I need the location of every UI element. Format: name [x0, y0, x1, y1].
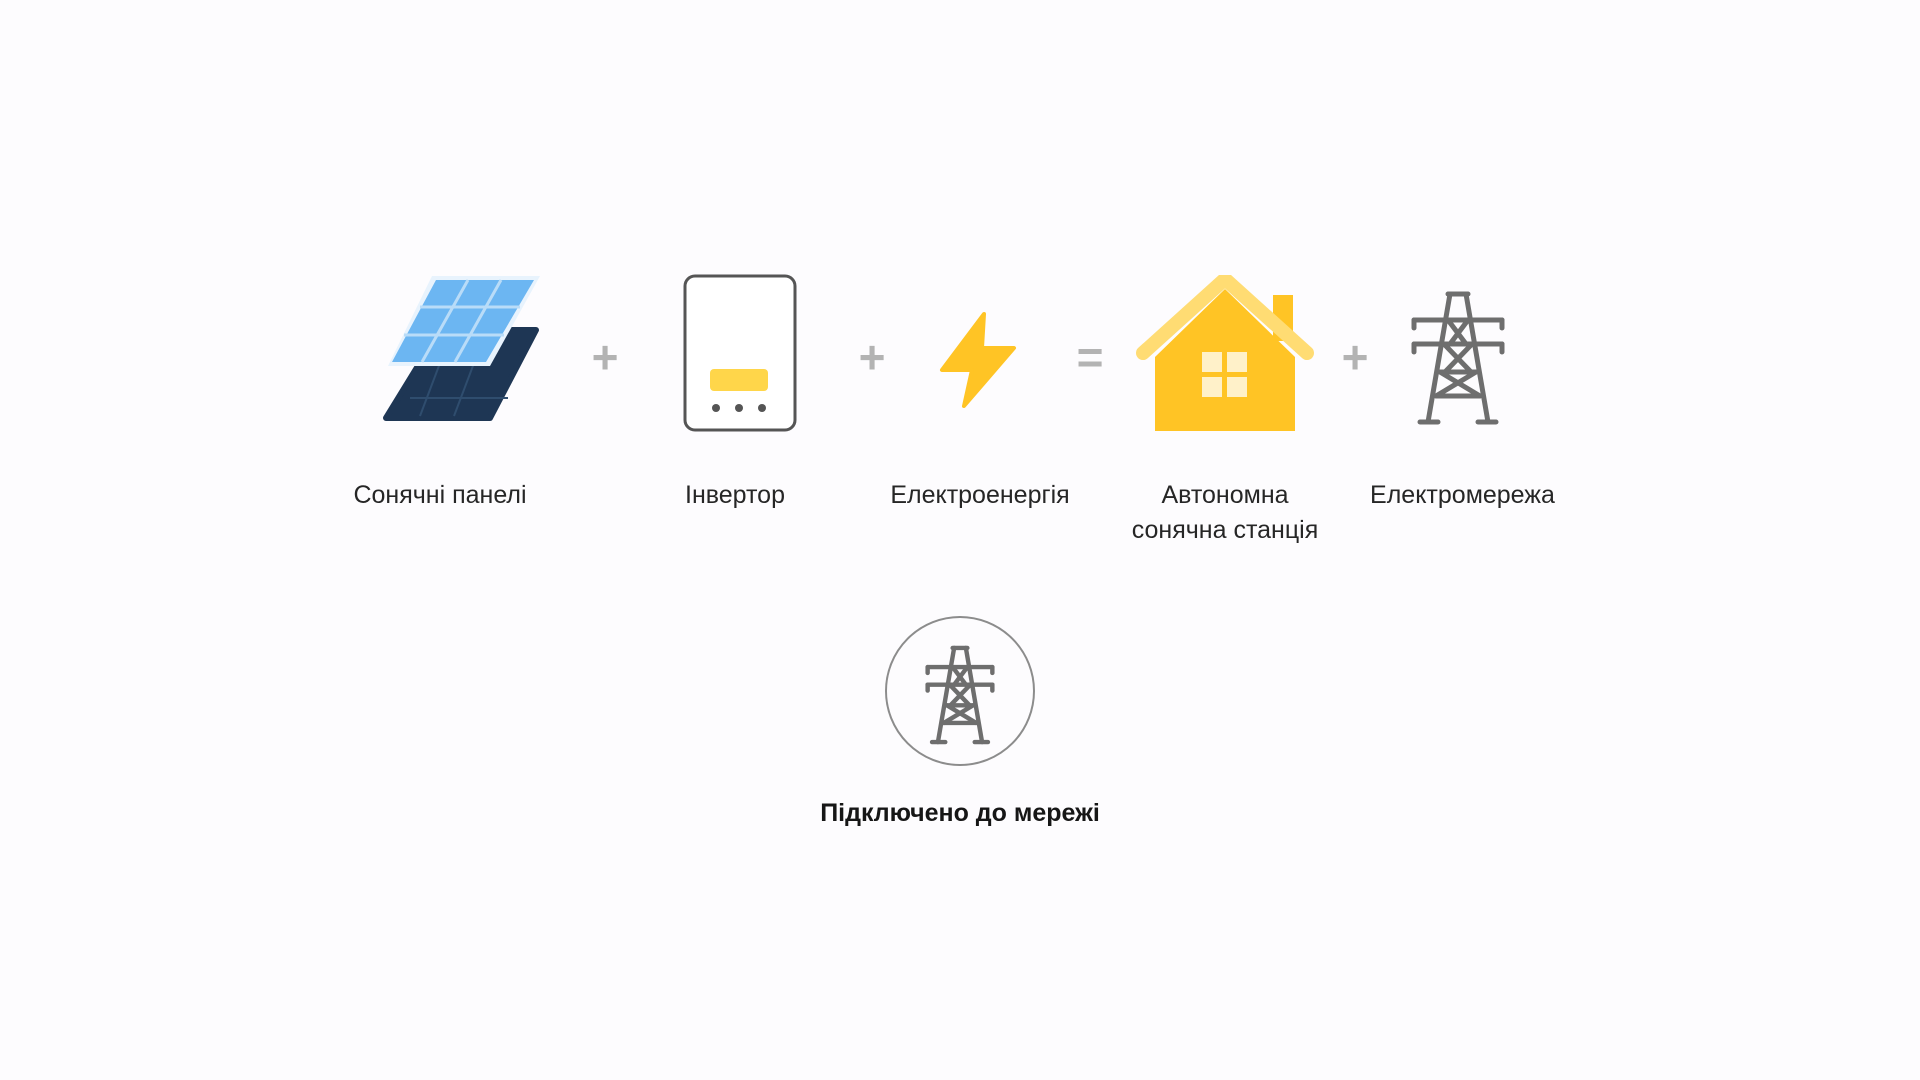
label-line: Сонячні панелі [353, 481, 527, 509]
power-tower-icon [925, 645, 995, 745]
label-line: Інвертор [685, 481, 785, 509]
power-tower-icon [1411, 291, 1505, 425]
grid-status-text: Підключено до мережі [820, 799, 1100, 827]
label-power-grid: Електромережа [1350, 478, 1575, 513]
equals-operator: = [1076, 331, 1104, 383]
solar-panel-icon [383, 276, 540, 421]
house-icon [1136, 275, 1314, 431]
label-electricity: Електроенергія [870, 478, 1090, 513]
label-line: Електромережа [1370, 481, 1555, 509]
label-solar-station: Автономна сонячна станція [1115, 478, 1335, 548]
plus-operator: + [858, 331, 886, 383]
label-inverter: Інвертор [640, 478, 830, 513]
lightning-bolt-icon [940, 312, 1016, 408]
label-solar-panels: Сонячні панелі [330, 478, 550, 513]
label-line: Автономна [1161, 481, 1289, 509]
inverter-icon [683, 274, 797, 432]
plus-operator: + [1341, 331, 1369, 383]
plus-operator: + [591, 331, 619, 383]
grid-status-badge [885, 616, 1035, 766]
label-line: сонячна станція [1131, 516, 1319, 544]
label-line: Електроенергія [890, 481, 1070, 509]
